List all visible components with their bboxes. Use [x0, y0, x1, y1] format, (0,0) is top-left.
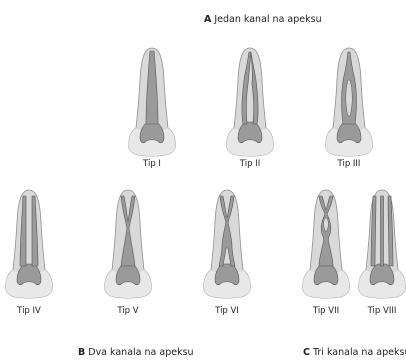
tooth-tip-6 [199, 188, 255, 300]
tip-label-3: Tip III [321, 160, 377, 169]
tooth-svg [199, 188, 255, 300]
group-c-title: Tri kanala na apeksu [313, 347, 406, 358]
tip-label-6: Tip VI [199, 307, 255, 316]
tooth-svg [1, 188, 57, 300]
tooth-svg [298, 188, 354, 300]
root-canal [381, 196, 384, 266]
tip-label-1: Tip I [124, 160, 180, 169]
tooth-tip-1 [124, 46, 180, 158]
tooth-tip-4 [1, 188, 57, 300]
group-b-title: Dva kanala na apeksu [88, 347, 193, 358]
tooth-svg [321, 46, 377, 158]
tip-label-7: Tip VII [298, 307, 354, 316]
tooth-tip-3 [321, 46, 377, 158]
tooth-tip-7 [298, 188, 354, 300]
tip-label-4: Tip IV [1, 307, 57, 316]
group-a-title: Jedan kanal na apeksu [214, 14, 321, 25]
tooth-tip-8 [354, 188, 406, 300]
group-a-letter: A [204, 14, 211, 25]
dentin-island [346, 80, 353, 116]
tooth-svg [100, 188, 156, 300]
tooth-svg [354, 188, 406, 300]
tooth-tip-5 [100, 188, 156, 300]
tooth-tip-2 [222, 46, 278, 158]
tooth-svg [124, 46, 180, 158]
tip-label-8: Tip VIII [354, 307, 406, 316]
tip-label-2: Tip II [222, 160, 278, 169]
group-b-letter: B [78, 347, 85, 358]
group-c-letter: C [303, 347, 310, 358]
tooth-svg [222, 46, 278, 158]
tip-label-5: Tip V [100, 307, 156, 316]
